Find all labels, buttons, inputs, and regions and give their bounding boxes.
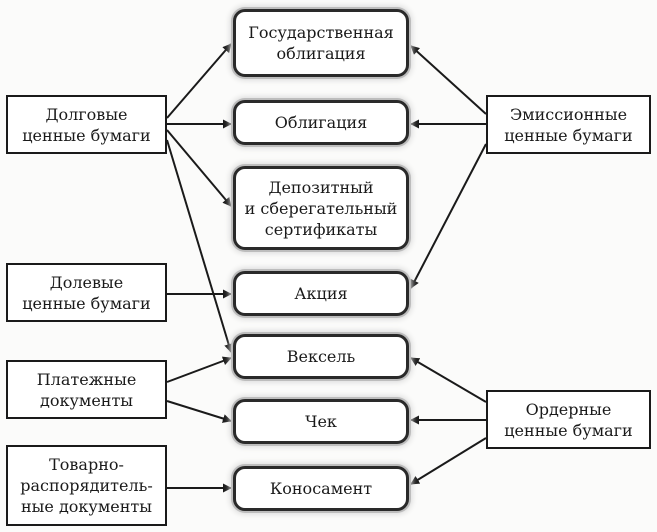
- node-certificates-line-1: Депозитный: [268, 177, 374, 197]
- node-gov-bond: Государственная облигация: [233, 9, 409, 77]
- arrow-issued-to-gov-bond: [410, 45, 487, 115]
- node-commodity-line-1: Товарно-: [49, 455, 124, 474]
- node-order: Ордерные ценные бумаги: [486, 390, 651, 449]
- node-payment-line-2: документы: [39, 390, 134, 410]
- arrow-issued-to-share: [410, 143, 487, 289]
- node-commodity-line-3: ные документы: [20, 497, 152, 516]
- node-certificates-line-2: и сберегательный: [244, 198, 398, 218]
- node-issued: Эмиссионные ценные бумаги: [486, 95, 651, 154]
- node-cheque-line-1: Чек: [305, 412, 337, 431]
- node-bond: Облигация: [233, 100, 409, 145]
- node-debt-line-1: Долговые: [45, 104, 128, 124]
- arrow-group: [166, 43, 487, 493]
- node-certificates: Депозитный и сберегательный сертификаты: [233, 166, 409, 250]
- node-bill-of-lading-line-1: Коносамент: [269, 479, 373, 498]
- arrow-order-to-bill: [410, 357, 487, 403]
- node-equity: Долевые ценные бумаги: [6, 263, 167, 322]
- node-bill-line-1: Вексель: [286, 347, 356, 366]
- node-commodity: Товарно- распорядитель- ные документы: [6, 445, 167, 526]
- node-payment: Платежные документы: [6, 360, 167, 419]
- node-bill: Вексель: [233, 334, 409, 379]
- node-issued-line-1: Эмиссионные: [509, 104, 628, 124]
- node-equity-line-1: Долевые: [49, 272, 124, 292]
- node-share-line-1: Акция: [294, 284, 348, 303]
- node-certificates-line-3: сертификаты: [264, 219, 378, 239]
- node-order-line-2: ценные бумаги: [504, 420, 633, 440]
- node-debt: Долговые ценные бумаги: [6, 95, 167, 154]
- arrow-debt-to-bill: [166, 139, 233, 353]
- node-issued-line-2: ценные бумаги: [504, 125, 633, 145]
- node-order-line-1: Ордерные: [525, 399, 612, 419]
- node-bill-of-lading: Коносамент: [233, 466, 409, 511]
- arrow-debt-to-certificates: [166, 129, 232, 207]
- node-gov-bond-line-1: Государственная: [248, 23, 394, 42]
- node-payment-line-1: Платежные: [36, 369, 137, 389]
- node-debt-line-2: ценные бумаги: [22, 125, 151, 145]
- node-equity-line-2: ценные бумаги: [22, 293, 151, 313]
- arrow-debt-to-gov-bond: [166, 43, 232, 119]
- node-share: Акция: [233, 271, 409, 316]
- arrow-payment-to-cheque: [166, 400, 232, 423]
- arrow-order-to-bill-of-lading: [410, 437, 487, 485]
- node-cheque: Чек: [233, 399, 409, 444]
- arrow-payment-to-bill: [166, 356, 232, 383]
- node-gov-bond-line-2: облигация: [276, 44, 366, 63]
- node-bond-line-1: Облигация: [274, 113, 368, 132]
- node-commodity-line-2: распорядитель-: [20, 476, 153, 495]
